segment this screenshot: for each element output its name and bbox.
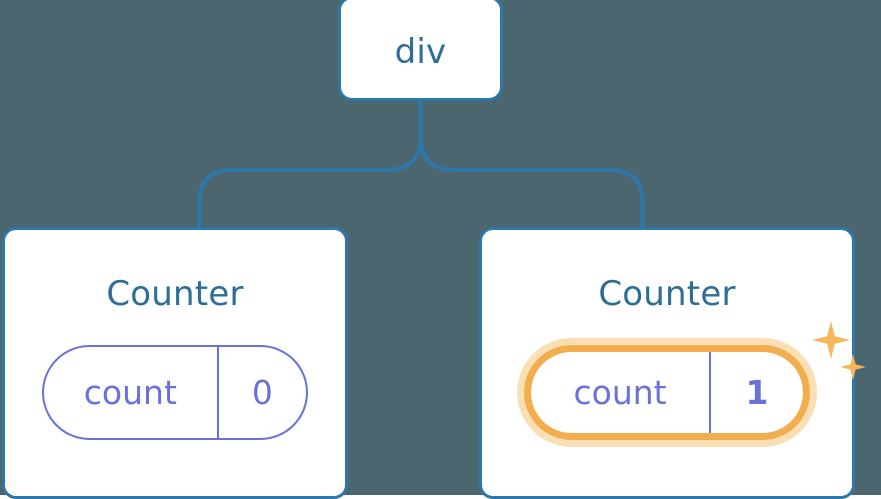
state-pill-right-key: count [573, 373, 667, 412]
state-pill-left[interactable]: count 0 [42, 345, 308, 440]
node-counter-left[interactable]: Counter count 0 [2, 227, 348, 499]
node-counter-right[interactable]: Counter count 1 [479, 227, 866, 499]
node-counter-left-label: Counter [106, 274, 244, 314]
node-div[interactable]: div [338, 0, 503, 101]
state-pill-left-divider [216, 347, 219, 438]
state-pill-right-divider [709, 352, 712, 433]
state-pill-right-wrapper: count 1 [524, 321, 866, 440]
state-pill-left-wrapper: count 0 [42, 345, 308, 440]
node-div-label: div [394, 31, 447, 72]
state-pill-left-value: 0 [251, 373, 273, 412]
state-pill-right[interactable]: count 1 [524, 345, 810, 440]
state-pill-right-value: 1 [745, 373, 769, 412]
state-pill-left-key: count [83, 373, 177, 412]
node-counter-right-label: Counter [598, 274, 736, 314]
sparkle-large-icon [812, 321, 850, 359]
